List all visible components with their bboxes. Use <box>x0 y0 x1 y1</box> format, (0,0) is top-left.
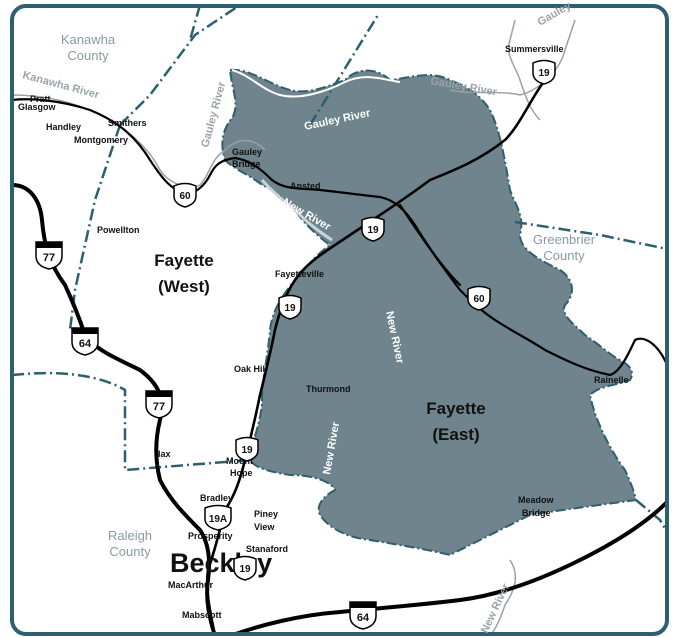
town-glasgow: Glasgow <box>18 102 57 112</box>
town-piney-view-line2: View <box>254 522 275 532</box>
town-piney-view-line1: Piney <box>254 509 278 519</box>
road-i64 <box>228 498 669 636</box>
map-frame <box>10 4 669 636</box>
us-route-shield: 60 <box>173 182 197 208</box>
town-macarthur: MacArthur <box>168 580 214 590</box>
town-thurmond: Thurmond <box>306 384 351 394</box>
town-stanaford: Stanaford <box>246 544 288 554</box>
minor-road-summersville-creek <box>508 19 541 121</box>
us-route-shield: 19 <box>233 555 257 581</box>
us-route-shield: 19A <box>204 504 232 531</box>
river-gauley <box>231 69 401 98</box>
us-route-shield: 19 <box>361 216 385 242</box>
us-route-shield: 19 <box>532 59 556 85</box>
town-rainelle: Rainelle <box>594 375 629 385</box>
town-bradley: Bradley <box>200 493 233 503</box>
raleigh-county-line1: Raleigh <box>108 528 152 543</box>
river-new-gorge <box>260 179 333 242</box>
shield-us19-fayetteville: 19 <box>284 303 296 314</box>
shield-us19a-bradley: 19A <box>209 514 227 525</box>
town-handley: Handley <box>46 122 81 132</box>
interstate-shield: 77 <box>145 390 173 419</box>
region-fayette-west-line2: (West) <box>158 277 210 296</box>
town-mount-hope-line2: Hope <box>230 468 253 478</box>
county-line-raleigh-west <box>12 371 251 472</box>
town-smithers: Smithers <box>108 118 147 128</box>
interstate-shield: 77 <box>35 241 63 270</box>
town-lax: lax <box>158 449 171 459</box>
town-meadow-bridge-line2: Bridge <box>522 508 551 518</box>
town-gauley-bridge-line2: Bridge <box>232 159 261 169</box>
shield-i77-north: 77 <box>43 252 55 264</box>
town-mabscott: Mabscott <box>182 610 222 620</box>
town-fayetteville: Fayetteville <box>275 269 324 279</box>
us-route-shield: 19 <box>235 436 259 462</box>
town-summersville: Summersville <box>505 44 564 54</box>
kanawha-county-line2: County <box>67 48 109 63</box>
shield-us19-summersville: 19 <box>538 68 550 79</box>
minor-road-gauley-ne <box>449 19 576 96</box>
town-powellton: Powellton <box>97 225 140 235</box>
city-beckley: Beckley <box>170 548 272 578</box>
road-us60-east <box>398 203 462 287</box>
raleigh-county-line2: County <box>109 544 151 559</box>
shield-us19-mounthope: 19 <box>241 445 253 456</box>
greenbrier-county-line2: County <box>543 248 585 263</box>
county-line-west <box>68 124 122 331</box>
kanawha-county-line1: Kanawha <box>61 32 116 47</box>
shield-i64-south: 64 <box>357 612 370 624</box>
road-us60-kanawha <box>12 98 669 377</box>
interstate-shield: 64 <box>71 327 99 356</box>
region-fayette-east-line1: Fayette <box>426 399 486 418</box>
region-fayette-west-line1: Fayette <box>154 251 214 270</box>
us-route-shield: 19 <box>278 294 302 320</box>
town-ansted: Ansted <box>290 181 321 191</box>
region-fayette-east-line2: (East) <box>432 425 479 444</box>
shield-us60-gauley: 60 <box>179 191 191 202</box>
town-mount-hope-line1: Mount <box>226 456 253 466</box>
shield-us19-ansted: 19 <box>367 225 379 236</box>
shield-i77-south: 77 <box>153 401 165 413</box>
shield-us60-east: 60 <box>473 294 485 305</box>
greenbrier-county-line1: Greenbrier <box>533 232 596 247</box>
shield-i64: 64 <box>79 338 92 350</box>
town-oak-hill: Oak Hill <box>234 364 268 374</box>
interstate-shield: 64 <box>349 601 377 630</box>
town-prosperity: Prosperity <box>188 531 233 541</box>
town-meadow-bridge-line1: Meadow <box>518 495 555 505</box>
shield-us19-beckley: 19 <box>239 564 251 575</box>
county-line-greenbrier <box>514 220 669 252</box>
minor-road-raleigh <box>489 559 517 636</box>
county-line-top <box>188 6 202 41</box>
town-pratt: Pratt <box>30 94 51 104</box>
town-montgomery: Montgomery <box>74 135 128 145</box>
town-gauley-bridge-line1: Gauley <box>232 147 262 157</box>
us-route-shield: 60 <box>467 285 491 311</box>
